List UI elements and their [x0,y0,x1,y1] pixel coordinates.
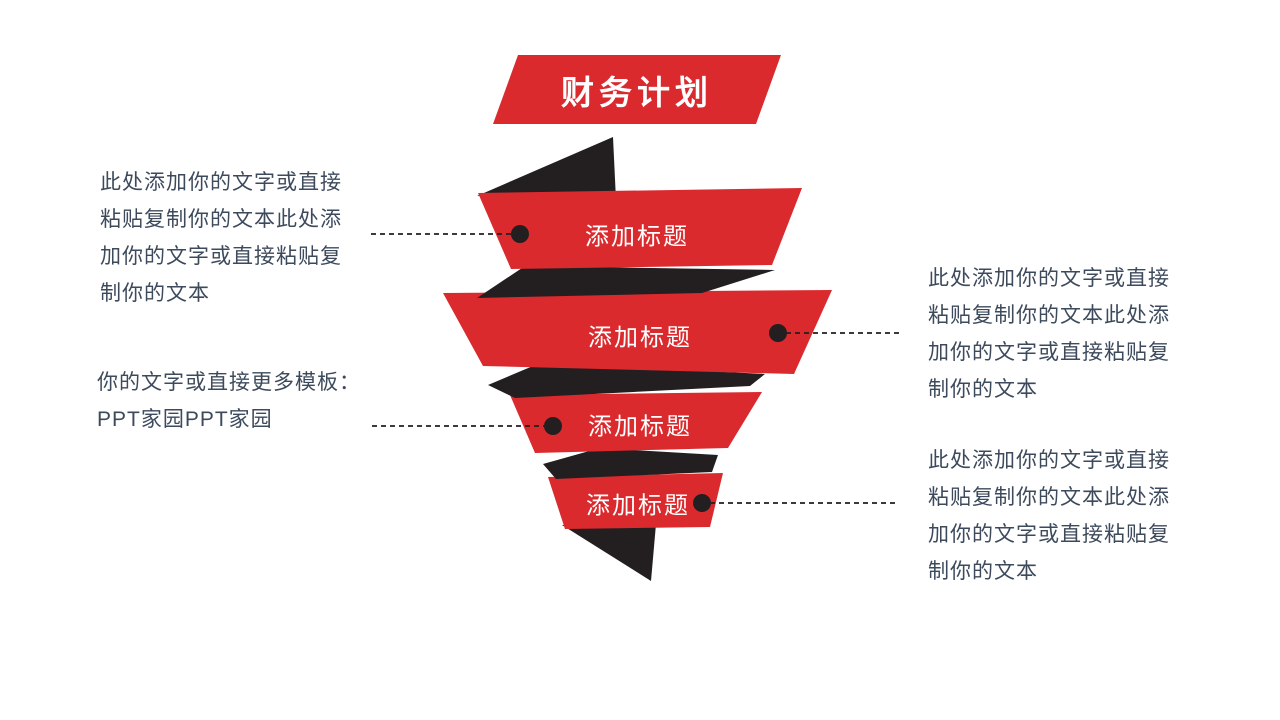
connector-dot-2 [769,324,787,342]
funnel-band-2-shape [443,290,832,374]
funnel-band-1-shape [478,188,802,269]
annotation-right-bottom: 此处添加你的文字或直接 粘贴复制你的文本此处添 加你的文字或直接粘贴复 制你的文… [928,449,1170,583]
ribbon-tail-triangle [562,524,656,581]
ribbon-fold-1 [477,266,775,298]
funnel-band-3-shape [510,392,762,453]
ribbon-fold-2 [488,363,765,398]
connector-dot-3 [544,417,562,435]
annotation-left-top: 此处添加你的文字或直接 粘贴复制你的文本此处添 加你的文字或直接粘贴复 制你的文… [100,171,342,305]
ribbon-fold-3 [543,448,718,479]
connector-dot-1 [511,225,529,243]
funnel-band-4-shape [548,473,723,529]
funnel-band-2-label: 添加标题 [588,324,692,352]
annotation-right-top: 此处添加你的文字或直接 粘贴复制你的文本此处添 加你的文字或直接粘贴复 制你的文… [928,267,1170,401]
funnel-band-1-label: 添加标题 [585,223,689,251]
ribbon-top-triangle [477,137,616,200]
annotation-left-middle: 你的文字或直接更多模板： PPT家园PPT家园 [97,371,361,431]
connector-dot-4 [693,494,711,512]
funnel-band-4-label: 添加标题 [586,492,690,520]
title-banner-shape [493,55,781,124]
slide-title: 财务计划 [561,74,713,111]
funnel-band-3-label: 添加标题 [588,413,692,441]
